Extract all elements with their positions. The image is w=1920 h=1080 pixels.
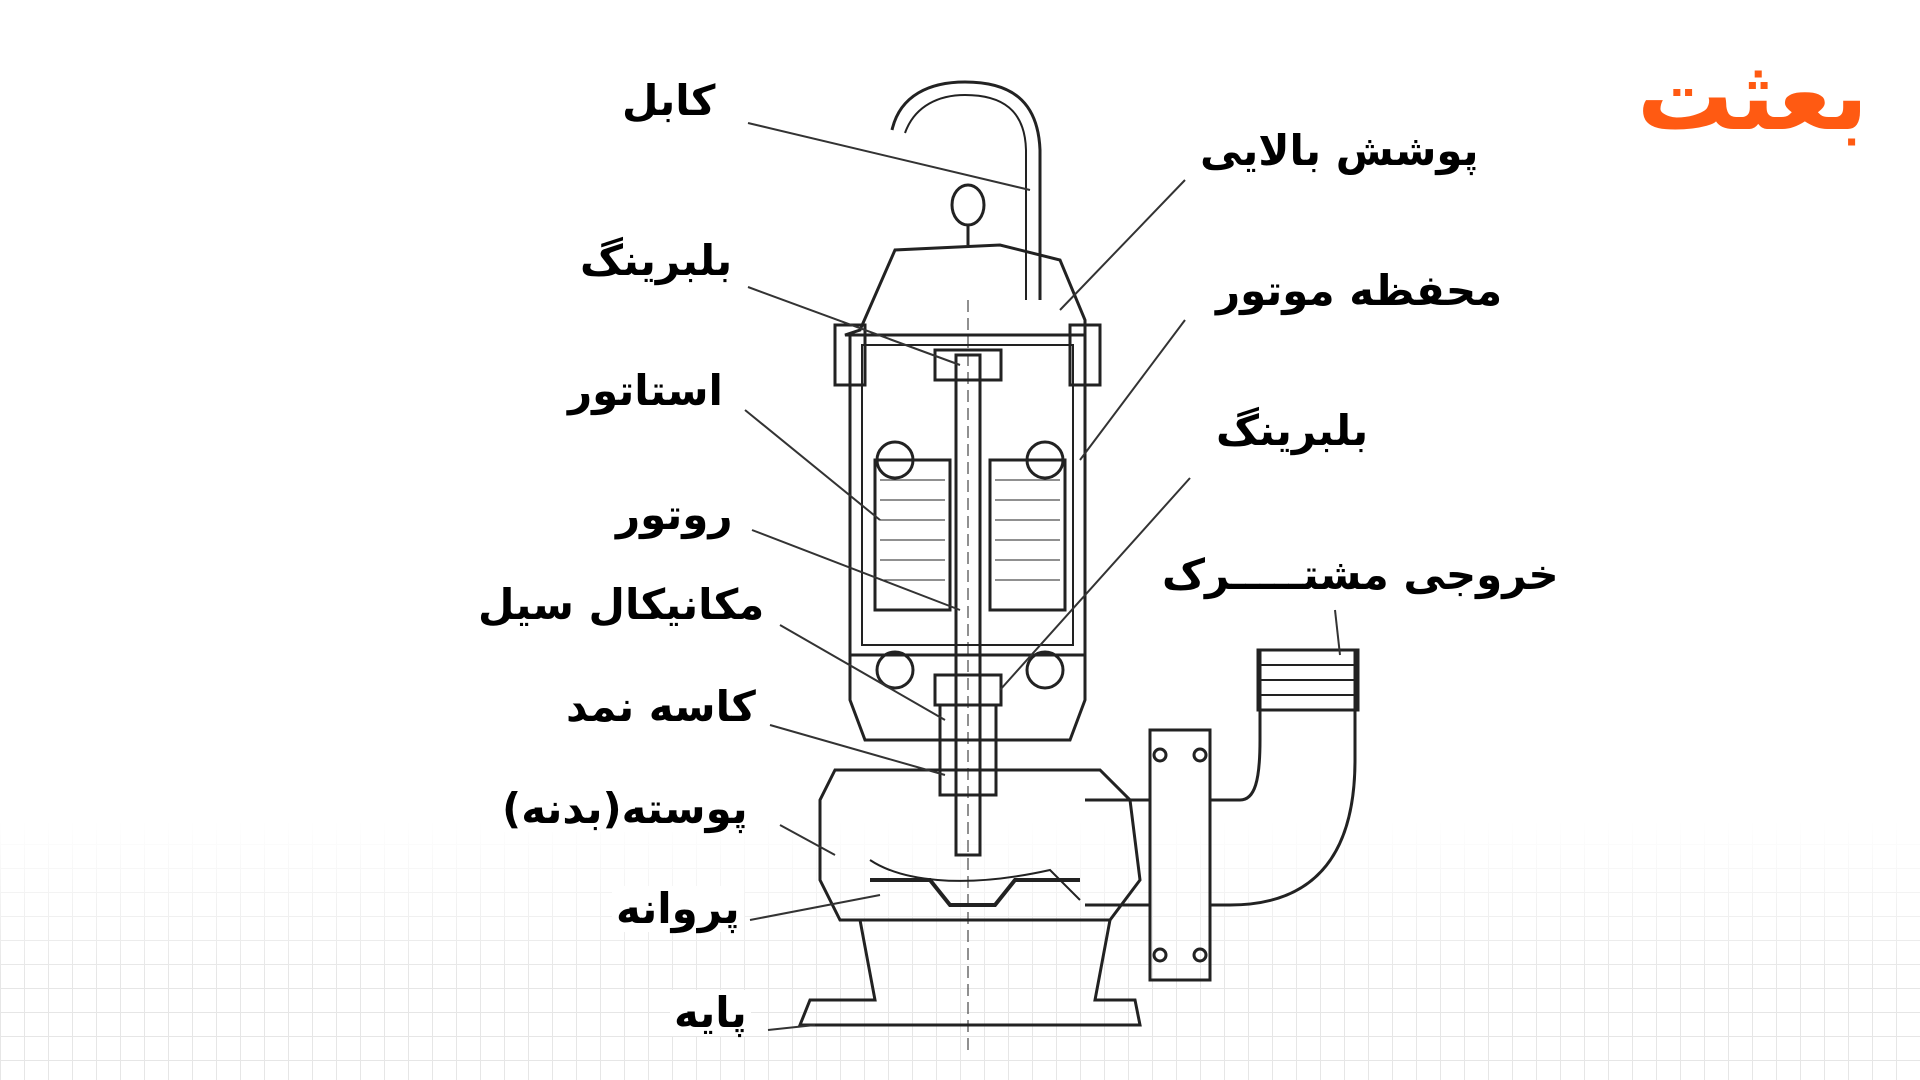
brand-logo: بعثت <box>1636 40 1870 152</box>
leader-motor-housing <box>1079 319 1186 461</box>
outlet-pipe-drawing <box>1210 648 1357 907</box>
label-mechanical-seal: مکانیکال سیل <box>474 582 769 628</box>
label-motor-housing: محفظه موتور <box>1212 268 1507 314</box>
label-cable: کابل <box>618 78 720 124</box>
label-impeller: پروانه <box>612 886 744 932</box>
leader-stator <box>744 409 881 521</box>
leader-mechanical-seal <box>779 624 946 721</box>
leader-top-cover <box>1059 179 1186 311</box>
leader-bearing-top <box>747 286 961 366</box>
label-felt-cup: کاسه نمد <box>562 684 760 730</box>
outlet-flange-drawing <box>1148 728 1212 982</box>
label-base: پایه <box>670 990 751 1036</box>
label-outlet: خروجی مشتـــــرک <box>1158 552 1563 598</box>
label-stator: استاتور <box>564 368 727 414</box>
leader-casing <box>779 824 836 856</box>
label-bearing-top: بلبرینگ <box>576 238 737 284</box>
leader-rotor <box>751 529 961 611</box>
stator-drawing <box>873 458 952 612</box>
impeller-drawing <box>870 878 1080 907</box>
label-top-cover: پوشش بالایی <box>1196 128 1483 174</box>
label-casing: پوسته(بدنه) <box>498 786 752 832</box>
leader-outlet <box>1334 609 1341 656</box>
top-cover-drawing <box>844 243 1087 337</box>
leader-base <box>767 1024 816 1031</box>
leader-impeller <box>749 894 881 921</box>
label-rotor: روتور <box>612 492 737 538</box>
leader-cable <box>747 122 1031 191</box>
leader-felt-cup <box>769 724 946 776</box>
background-grid <box>0 820 1920 1080</box>
base-drawing <box>797 919 1142 1027</box>
cable-drawing <box>890 80 1042 300</box>
label-bearing-right: بلبرینگ <box>1212 408 1373 454</box>
leader-bearing-right <box>999 477 1191 691</box>
